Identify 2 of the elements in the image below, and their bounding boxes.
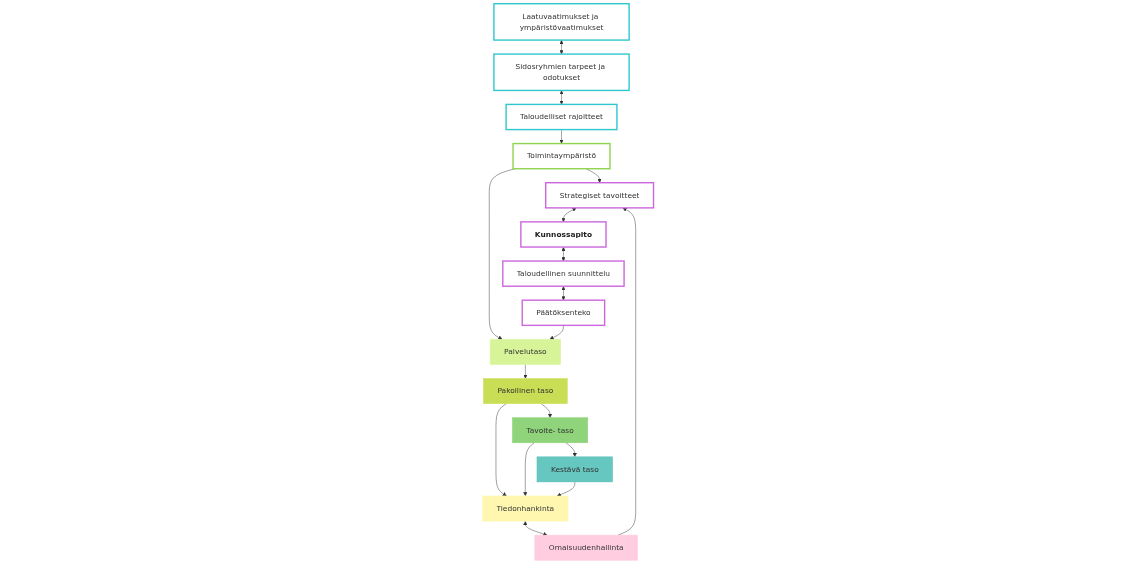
arrow xyxy=(561,286,566,301)
arrow xyxy=(559,40,564,55)
